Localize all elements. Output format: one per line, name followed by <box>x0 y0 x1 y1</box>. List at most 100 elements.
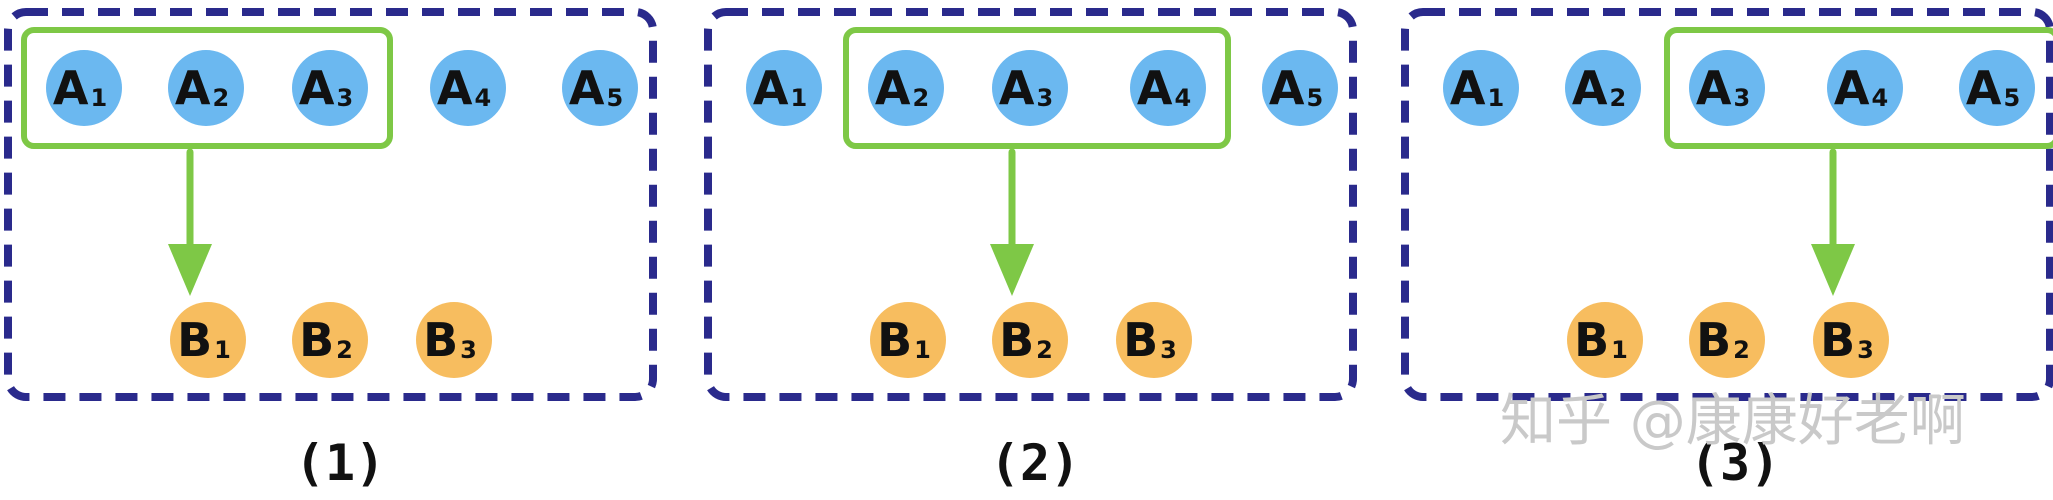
panel-border <box>1401 8 2053 401</box>
a-node-label-main: A <box>1696 61 1732 115</box>
b-node-label-sub: 3 <box>1160 336 1177 364</box>
a-node-label-sub: 5 <box>1306 84 1323 112</box>
a-node-label-main: A <box>1450 61 1486 115</box>
b-node-label: B2 <box>999 313 1053 367</box>
b-node-label-main: B <box>423 313 458 367</box>
a-node-label: A2 <box>1572 61 1626 115</box>
a-node-label: A5 <box>1966 61 2020 115</box>
b-node-label-main: B <box>1574 313 1609 367</box>
b-node-label-sub: 2 <box>1733 336 1750 364</box>
a-node-circle <box>1959 50 2035 126</box>
a-node-label-sub: 3 <box>1733 84 1750 112</box>
panel-caption: (2) <box>990 434 1080 492</box>
a-node-label: A4 <box>437 61 491 115</box>
watermark-text: 知乎 @康康好老啊 <box>1500 389 1966 454</box>
b-node-circle <box>170 302 246 378</box>
b-node-label-sub: 3 <box>460 336 477 364</box>
b-node-label-main: B <box>877 313 912 367</box>
a-node-label: A3 <box>1696 61 1750 115</box>
b-node-label-main: B <box>1820 313 1855 367</box>
a-node-label: A1 <box>753 61 807 115</box>
arrow-head <box>1811 244 1855 296</box>
b-node-label-sub: 1 <box>1611 336 1628 364</box>
b-node-circle <box>1813 302 1889 378</box>
b-node-circle <box>870 302 946 378</box>
b-node-label-sub: 3 <box>1857 336 1874 364</box>
b-node-label-sub: 2 <box>1036 336 1053 364</box>
b-node-circle <box>1689 302 1765 378</box>
panel-border <box>4 8 657 401</box>
b-node-label: B2 <box>299 313 353 367</box>
b-node-label: B1 <box>1574 313 1628 367</box>
a-node-label-sub: 2 <box>912 84 929 112</box>
a-node-label: A2 <box>175 61 229 115</box>
b-node-label-main: B <box>177 313 212 367</box>
a-node-circle <box>992 50 1068 126</box>
a-node-label-main: A <box>1834 61 1870 115</box>
a-node-circle <box>46 50 122 126</box>
b-node-label-sub: 1 <box>214 336 231 364</box>
a-node-label-main: A <box>569 61 605 115</box>
a-node-label-main: A <box>999 61 1035 115</box>
a-node-label: A3 <box>999 61 1053 115</box>
a-node-circle <box>292 50 368 126</box>
a-node-circle <box>746 50 822 126</box>
a-node-label-main: A <box>437 61 473 115</box>
b-node-label-main: B <box>1696 313 1731 367</box>
arrow-head <box>168 244 212 296</box>
b-node-label-sub: 2 <box>336 336 353 364</box>
a-node-circle <box>1262 50 1338 126</box>
a-node-circle <box>1689 50 1765 126</box>
a-node-circle <box>1827 50 1903 126</box>
window-box <box>1664 27 2053 149</box>
b-node-label: B3 <box>1123 313 1177 367</box>
a-node-label-sub: 1 <box>790 84 807 112</box>
a-node-circle <box>868 50 944 126</box>
a-node-label: A2 <box>875 61 929 115</box>
a-node-label: A4 <box>1834 61 1888 115</box>
b-node-label: B2 <box>1696 313 1750 367</box>
panel-caption: (1) <box>295 434 385 492</box>
a-node-circle <box>562 50 638 126</box>
b-node-label-main: B <box>999 313 1034 367</box>
a-node-label-sub: 3 <box>336 84 353 112</box>
a-node-label-sub: 4 <box>474 84 491 112</box>
a-node-label: A5 <box>1269 61 1323 115</box>
a-node-circle <box>1565 50 1641 126</box>
a-node-label-sub: 2 <box>212 84 229 112</box>
a-node-label: A5 <box>569 61 623 115</box>
a-node-label: A1 <box>1450 61 1504 115</box>
a-node-label: A4 <box>1137 61 1191 115</box>
a-node-label-main: A <box>1269 61 1305 115</box>
a-node-label: A1 <box>53 61 107 115</box>
b-node-label-main: B <box>299 313 334 367</box>
panel-border <box>704 8 1357 401</box>
b-node-circle <box>1567 302 1643 378</box>
b-node-circle <box>292 302 368 378</box>
a-node-label-main: A <box>1572 61 1608 115</box>
a-node-label-sub: 4 <box>1174 84 1191 112</box>
a-node-label-main: A <box>53 61 89 115</box>
a-node-label-main: A <box>299 61 335 115</box>
a-node-circle <box>1443 50 1519 126</box>
a-node-label-main: A <box>1137 61 1173 115</box>
b-node-circle <box>1116 302 1192 378</box>
b-node-label: B3 <box>1820 313 1874 367</box>
a-node-label-main: A <box>875 61 911 115</box>
arrow-head <box>990 244 1034 296</box>
a-node-label-sub: 5 <box>2003 84 2020 112</box>
b-node-label-main: B <box>1123 313 1158 367</box>
a-node-label-main: A <box>1966 61 2002 115</box>
a-node-label-main: A <box>753 61 789 115</box>
b-node-label: B3 <box>423 313 477 367</box>
a-node-label-sub: 3 <box>1036 84 1053 112</box>
window-box <box>21 27 393 149</box>
b-node-label: B1 <box>177 313 231 367</box>
a-node-circle <box>168 50 244 126</box>
a-node-label-sub: 2 <box>1609 84 1626 112</box>
a-node-label-sub: 1 <box>90 84 107 112</box>
